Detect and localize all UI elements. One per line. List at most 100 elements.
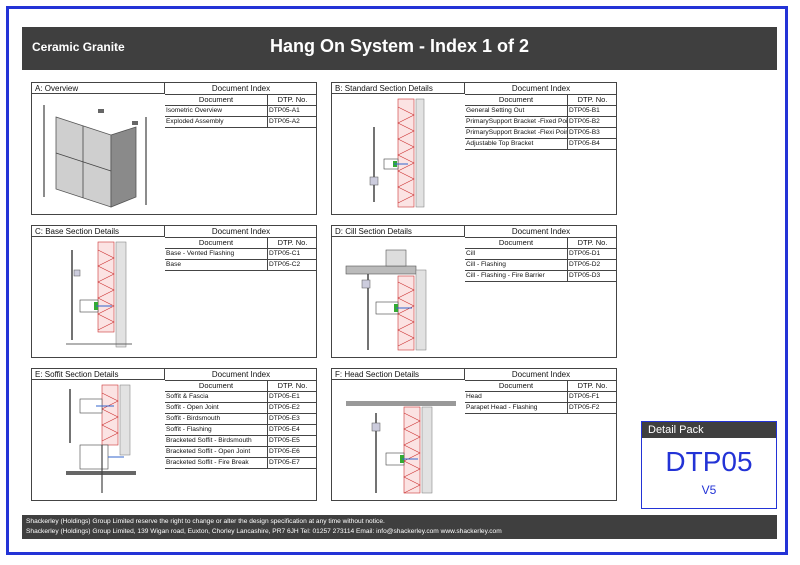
dtp-number: DTP05-B4: [567, 138, 617, 150]
col-document: Document: [465, 381, 568, 392]
document-name: PrimarySupport Bracket -Flexi Point: [465, 127, 568, 139]
dtp-number: DTP05-C2: [267, 259, 317, 271]
document-name: PrimarySupport Bracket -Fixed Point: [465, 116, 568, 128]
isometric-overview-drawing: [43, 105, 147, 208]
col-dtp: DTP. No.: [567, 381, 617, 392]
panel-base-section: C: Base Section Details Document Index D…: [31, 225, 317, 358]
document-name: Exploded Assembly: [165, 116, 268, 128]
dtp-number: DTP05-E3: [267, 413, 317, 425]
head-section-drawing: [346, 401, 456, 494]
footer-disclaimer: Shackerley (Holdings) Group Limited rese…: [26, 518, 385, 525]
panel-title: F: Head Section Details: [332, 369, 465, 380]
panel-head-section: F: Head Section Details Document Index D…: [331, 368, 617, 501]
footer-bar: Shackerley (Holdings) Group Limited rese…: [22, 515, 777, 539]
document-name: Parapet Head - Flashing: [465, 402, 568, 414]
document-name: Isometric Overview: [165, 105, 268, 117]
dtp-number: DTP05-E2: [267, 402, 317, 414]
index-heading: Document Index: [465, 369, 617, 381]
dtp-number: DTP05-B2: [567, 116, 617, 128]
standard-section-drawing: [369, 98, 425, 208]
panel-cill-section: D: Cill Section Details Document Index D…: [331, 225, 617, 358]
index-heading: Document Index: [165, 83, 317, 95]
col-dtp: DTP. No.: [267, 95, 317, 106]
index-heading: Document Index: [165, 369, 317, 381]
detail-pack-version: V5: [701, 483, 717, 497]
document-name: Bracketed Soffit - Fire Break: [165, 457, 268, 469]
panel-soffit-section: E: Soffit Section Details Document Index…: [31, 368, 317, 501]
document-name: General Setting Out: [465, 105, 568, 117]
document-name: Bracketed Soffit - Birdsmouth: [165, 435, 268, 447]
col-document: Document: [165, 381, 268, 392]
title-bar: Ceramic Granite Hang On System - Index 1…: [22, 27, 777, 70]
detail-pack-label: Detail Pack: [642, 422, 776, 438]
panel-title: B: Standard Section Details: [332, 83, 465, 94]
index-heading: Document Index: [465, 83, 617, 95]
document-name: Bracketed Soffit - Open Joint: [165, 446, 268, 458]
document-name: Base - Vented Flashing: [165, 248, 268, 260]
dtp-number: DTP05-E5: [267, 435, 317, 447]
dtp-number: DTP05-E7: [267, 457, 317, 469]
col-document: Document: [165, 95, 268, 106]
col-dtp: DTP. No.: [567, 95, 617, 106]
dtp-number: DTP05-B1: [567, 105, 617, 117]
document-name: Soffit - Flashing: [165, 424, 268, 436]
detail-pack-box: Detail Pack DTP05 V5: [641, 421, 777, 509]
footer-address: Shackerley (Holdings) Group Limited, 139…: [26, 528, 502, 535]
dtp-number: DTP05-A1: [267, 105, 317, 117]
dtp-number: DTP05-A2: [267, 116, 317, 128]
index-heading: Document Index: [165, 226, 317, 238]
document-name: Soffit - Birdsmouth: [165, 413, 268, 425]
dtp-number: DTP05-F2: [567, 402, 617, 414]
base-section-drawing: [66, 241, 132, 348]
dtp-number: DTP05-C1: [267, 248, 317, 260]
dtp-number: DTP05-B3: [567, 127, 617, 139]
document-name: Adjustable Top Bracket: [465, 138, 568, 150]
index-heading: Document Index: [465, 226, 617, 238]
panel-standard-section: B: Standard Section Details Document Ind…: [331, 82, 617, 215]
page-title: Hang On System - Index 1 of 2: [269, 36, 530, 56]
panel-title: E: Soffit Section Details: [32, 369, 165, 380]
dtp-number: DTP05-D3: [567, 270, 617, 282]
col-document: Document: [165, 238, 268, 249]
panel-title: C: Base Section Details: [32, 226, 165, 237]
col-dtp: DTP. No.: [567, 238, 617, 249]
detail-pack-code: DTP05: [665, 446, 753, 477]
dtp-number: DTP05-E6: [267, 446, 317, 458]
col-document: Document: [465, 95, 568, 106]
col-dtp: DTP. No.: [267, 381, 317, 392]
dtp-number: DTP05-E4: [267, 424, 317, 436]
document-name: Cill - Flashing: [465, 259, 568, 271]
col-dtp: DTP. No.: [267, 238, 317, 249]
document-name: Head: [465, 391, 568, 403]
